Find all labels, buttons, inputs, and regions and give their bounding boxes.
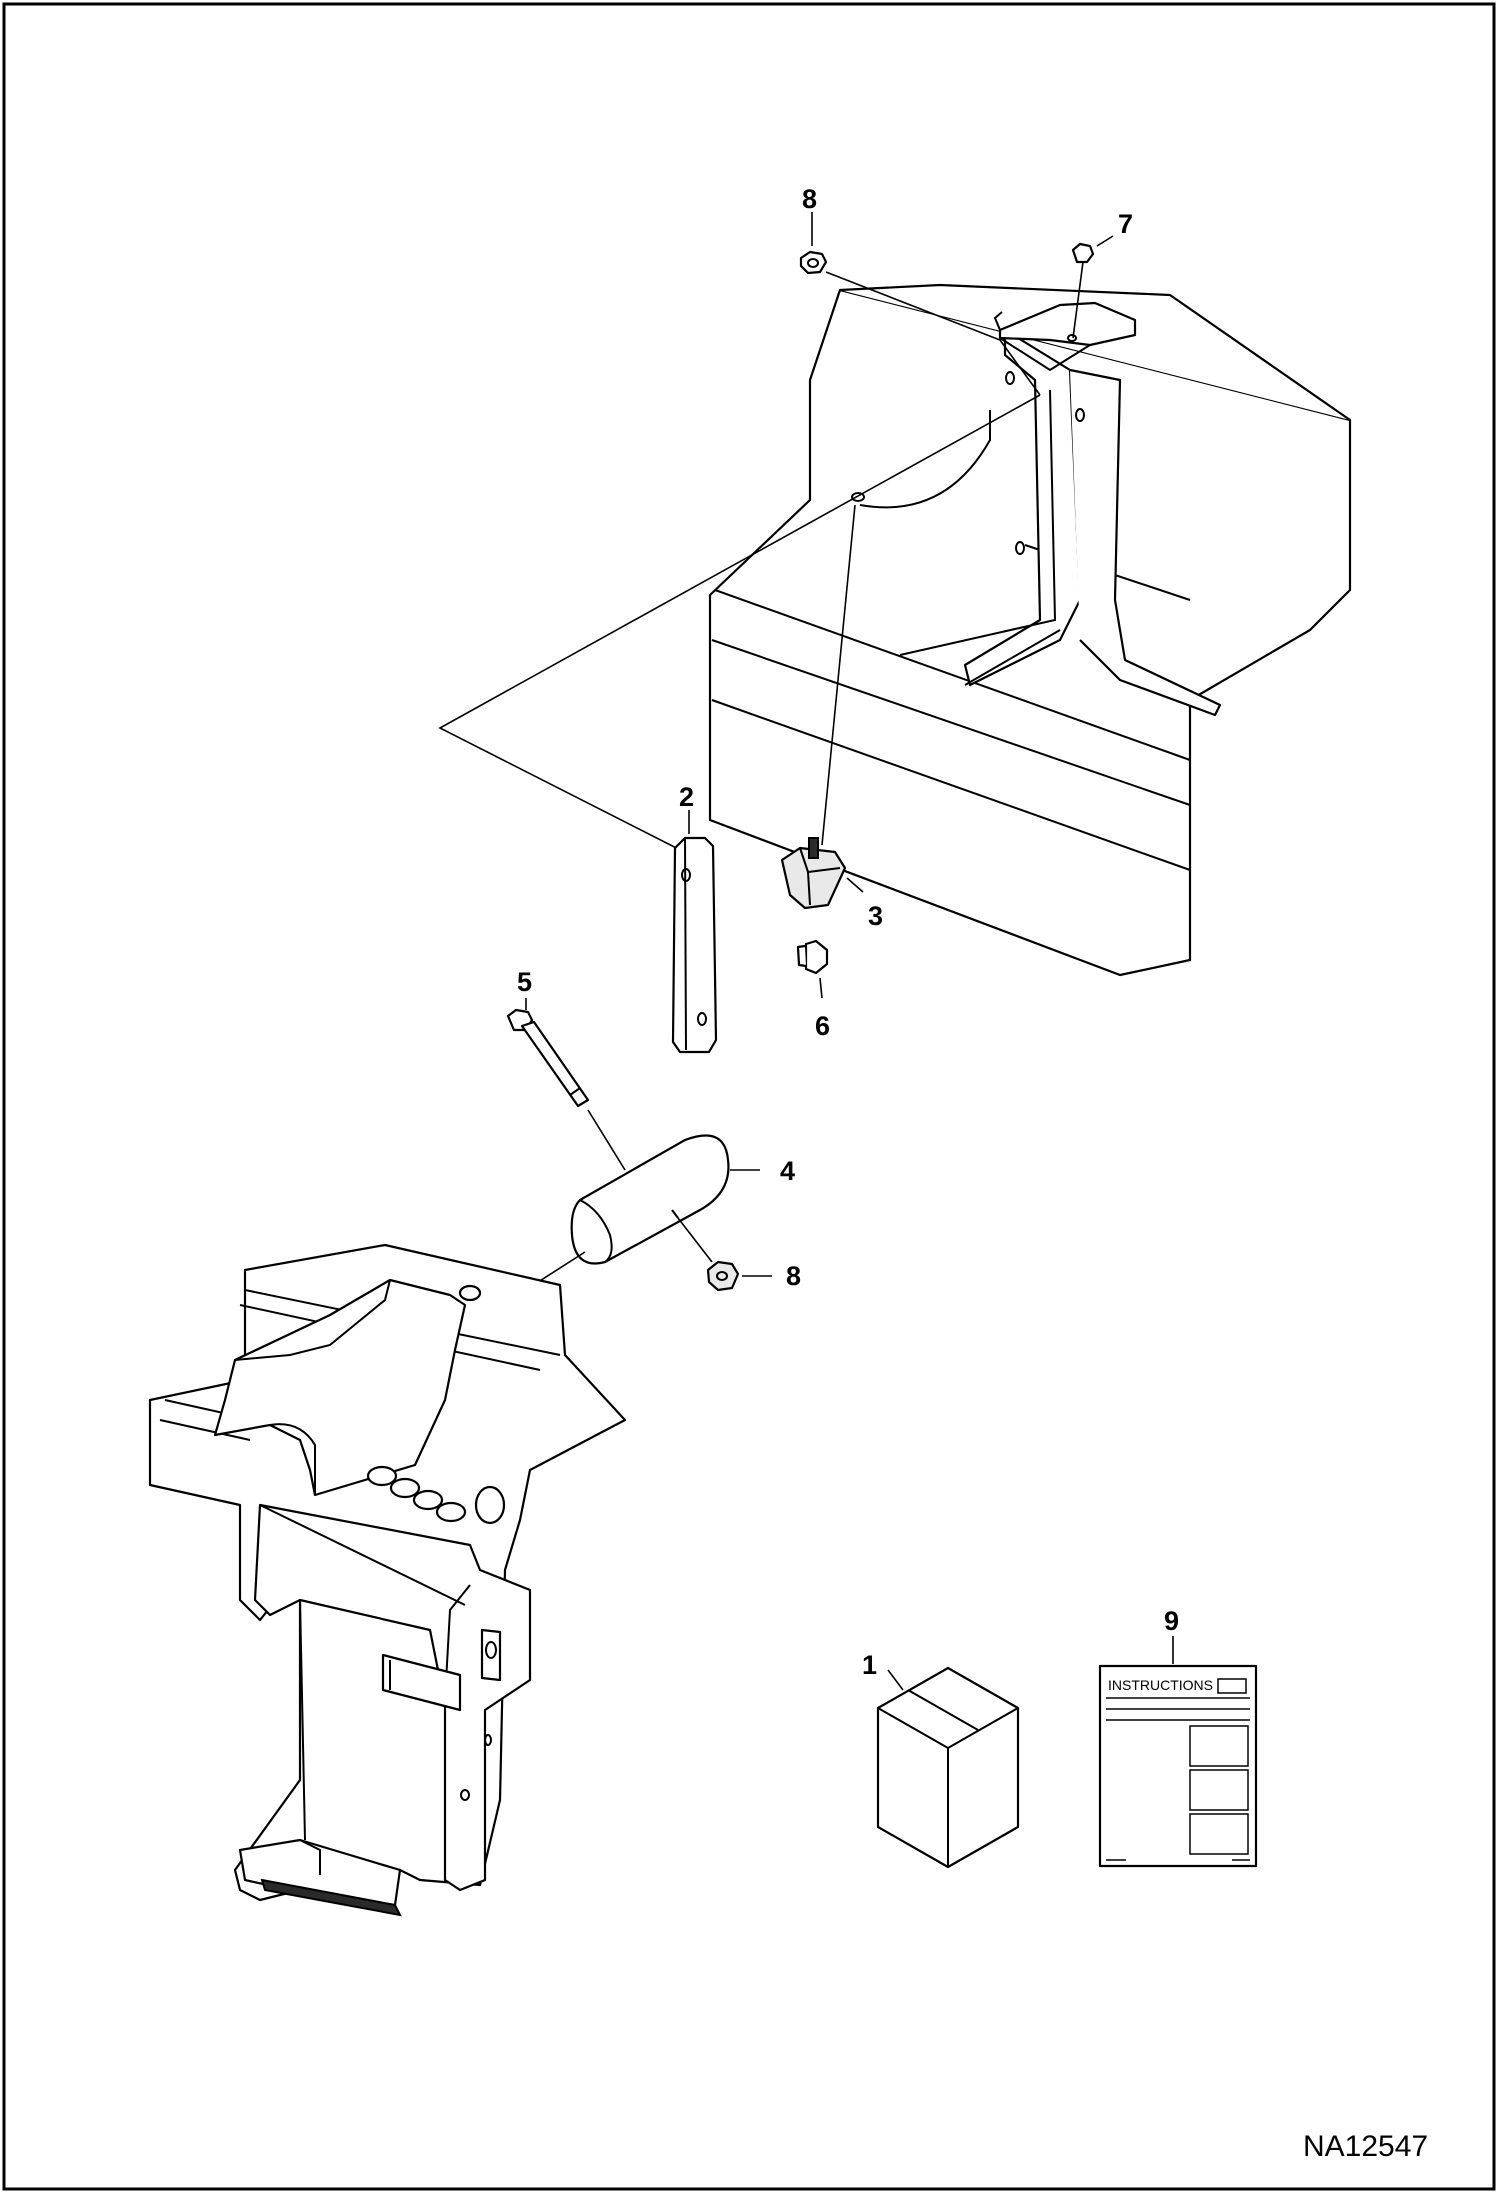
explode-line-bumper-to-frame	[821, 504, 856, 846]
part-2-bar	[671, 836, 718, 1054]
part-7-nut	[1071, 242, 1095, 264]
part-3-bumper	[780, 837, 847, 910]
explode-line-bolt-to-roller	[587, 1109, 626, 1171]
explode-line-roller-to-nut	[677, 1217, 713, 1263]
explode-line-nut-to-plate	[825, 271, 1041, 396]
upper-frame-assembly	[708, 283, 1352, 977]
instructions-label: INSTRUCTIONS	[1108, 1677, 1213, 1693]
callout-9: 9	[1164, 1606, 1179, 1636]
callout-5: 5	[517, 967, 532, 997]
callout-1: 1	[862, 1650, 877, 1680]
callout-8-top: 8	[802, 184, 817, 214]
part-8-flange-nut-lower	[706, 1260, 740, 1292]
explode-line-nut7	[1072, 261, 1084, 339]
part-4-roller	[570, 1134, 730, 1265]
part-1-kit-box	[876, 1666, 1020, 1869]
callout-7: 7	[1118, 209, 1133, 239]
callout-8-lower: 8	[786, 1261, 801, 1291]
callout-2: 2	[679, 782, 694, 812]
callout-3: 3	[868, 901, 883, 931]
callout-4: 4	[780, 1156, 795, 1186]
hydraulic-couplers	[366, 1465, 506, 1525]
callout-6: 6	[815, 1011, 830, 1041]
figure-id: NA12547	[1303, 2130, 1428, 2163]
part-8-flange-nut-top	[799, 250, 828, 275]
explode-line-frame-to-bar	[438, 394, 1041, 861]
part-9-instructions-sheet: INSTRUCTIONS	[1098, 1664, 1258, 1868]
lower-machine-assembly	[148, 1243, 627, 1917]
part-6-carriage-bolt	[796, 939, 829, 975]
part-5-bolt	[506, 1008, 590, 1108]
